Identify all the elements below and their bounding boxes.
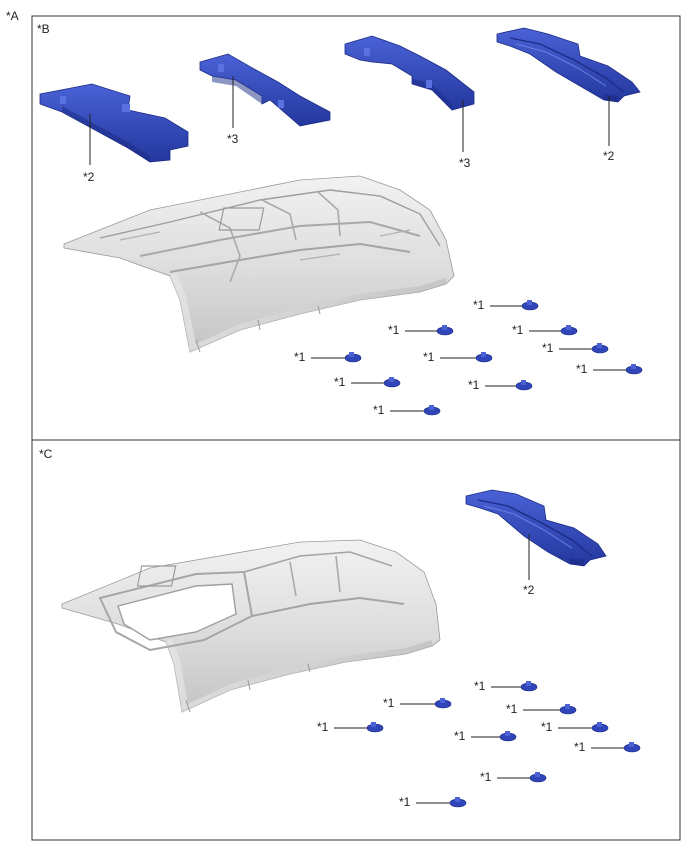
ref-2-left: *2: [83, 170, 95, 184]
clip-c-4: *1: [317, 720, 384, 734]
ref-2-c: *2: [523, 583, 535, 597]
clip-b-2: *1: [388, 323, 454, 337]
ref-1-c7: *1: [574, 740, 586, 754]
clip-b-9: *1: [468, 378, 533, 392]
clip-b-4: *1: [542, 341, 609, 355]
clip-c-1: *1: [474, 679, 538, 693]
clip-b-1: *1: [473, 298, 539, 312]
view-label-a: *A: [6, 9, 19, 23]
pad-2-c: [465, 489, 607, 567]
clips-c: *1 *1 *1 *1: [317, 679, 641, 809]
clip-b-7: *1: [576, 362, 643, 376]
ref-2-right: *2: [603, 149, 615, 163]
pad-3-left: [199, 53, 331, 127]
clip-c-6: *1: [454, 729, 517, 743]
clip-c-7: *1: [574, 740, 641, 754]
panel-c: *2 *1 *1: [61, 489, 641, 809]
ref-1-b1: *1: [473, 298, 485, 312]
clip-c-5: *1: [541, 720, 609, 734]
ref-1-c1: *1: [474, 679, 486, 693]
ref-1-b8: *1: [334, 375, 346, 389]
panel-label-c: *C: [39, 447, 53, 461]
ref-1-b7: *1: [576, 362, 588, 376]
ref-1-c6: *1: [454, 729, 466, 743]
pad-3-right: [344, 35, 475, 111]
ref-1-c8: *1: [480, 770, 492, 784]
pad-2-left: [39, 83, 189, 163]
ref-1-c5: *1: [541, 720, 553, 734]
clip-b-6: *1: [423, 350, 493, 364]
panel-b: *2 *3 *3 *2: [39, 27, 643, 417]
clip-b-10: *1: [373, 403, 441, 417]
clip-c-3: *1: [506, 702, 577, 716]
ref-3-left: *3: [227, 132, 239, 146]
clip-b-8: *1: [334, 375, 401, 389]
ref-1-c4: *1: [317, 720, 329, 734]
ref-1-b3: *1: [512, 323, 524, 337]
ref-3-right: *3: [459, 156, 471, 170]
ref-1-b2: *1: [388, 323, 400, 337]
pad-2-right: [496, 27, 641, 103]
roof-panel-c: [61, 539, 441, 713]
ref-1-b5: *1: [294, 350, 306, 364]
ref-1-b4: *1: [542, 341, 554, 355]
ref-1-c3: *1: [506, 702, 518, 716]
panel-label-b: *B: [37, 22, 50, 36]
roof-panel-b: [63, 175, 455, 353]
clips-b: *1 *1 *1 *1: [294, 298, 643, 417]
ref-1-b9: *1: [468, 378, 480, 392]
ref-1-b6: *1: [423, 350, 435, 364]
panel-c-frame: [31, 439, 681, 841]
clip-c-9: *1: [399, 795, 467, 809]
clip-c-8: *1: [480, 770, 547, 784]
ref-1-c2: *1: [383, 696, 395, 710]
clip-c-2: *1: [383, 696, 452, 710]
clip-b-3: *1: [512, 323, 578, 337]
ref-1-b10: *1: [373, 403, 385, 417]
clip-b-5: *1: [294, 350, 362, 364]
ref-1-c9: *1: [399, 795, 411, 809]
